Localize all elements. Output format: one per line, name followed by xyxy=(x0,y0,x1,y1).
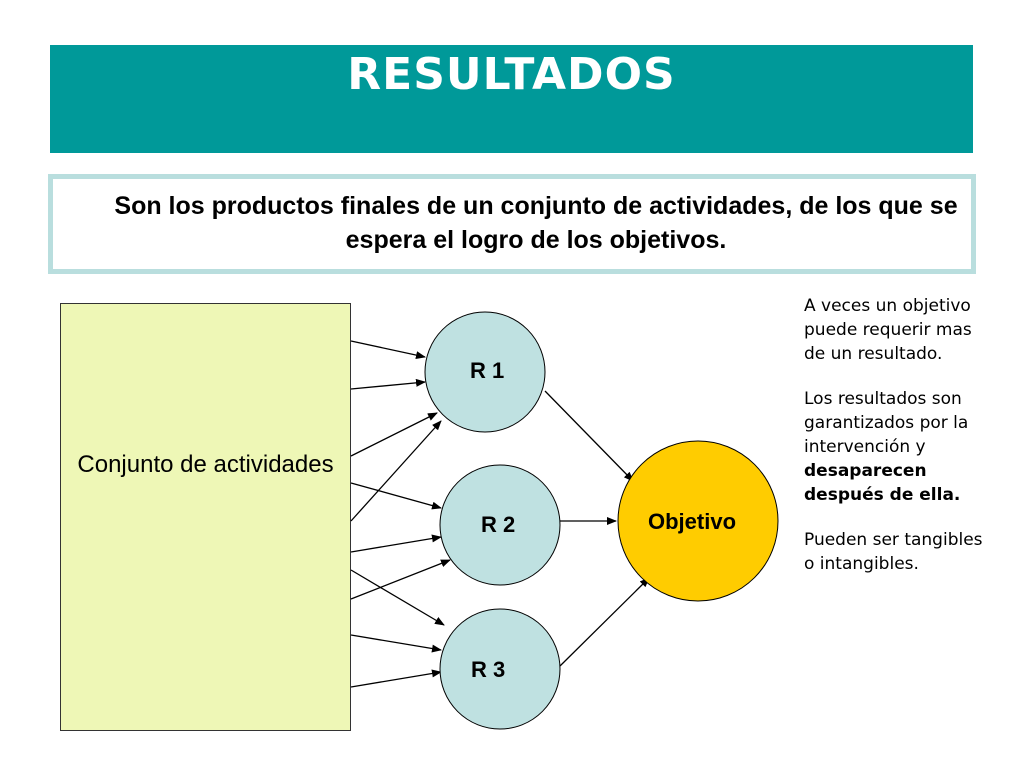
side-notes: A veces un objetivo puede requerir mas d… xyxy=(804,294,994,597)
note-bold-text: desaparecen después de ella. xyxy=(804,461,961,505)
arrow-activity-to-r3-a xyxy=(350,569,445,626)
arrow-activity-to-r2-a xyxy=(350,482,442,510)
arrow-activity-to-r3-b xyxy=(350,634,442,653)
note-text: Pueden ser tangibles o intangibles. xyxy=(804,530,983,574)
result-arrows xyxy=(544,390,650,667)
arrow-activity-to-r1-b xyxy=(350,378,426,390)
slide-title: RESULTADOS xyxy=(347,49,676,100)
arrow-activity-to-r1-a xyxy=(350,340,426,360)
definition-text: Son los productos finales de un conjunto… xyxy=(114,192,958,254)
arrow-activity-to-r2-b xyxy=(350,534,442,553)
arrow-activity-to-r3-c xyxy=(350,669,442,688)
result-label-r2: R 2 xyxy=(481,512,516,537)
arrow-activity-to-r1-c xyxy=(350,412,438,457)
activities-label: Conjunto de actividades xyxy=(77,451,334,478)
arrow-r3-to-objective xyxy=(559,577,650,667)
activities-box: Conjunto de actividades xyxy=(60,303,351,731)
result-node-r3 xyxy=(439,608,561,730)
objective-label: Objetivo xyxy=(648,509,737,534)
note-text: A veces un objetivo puede requerir mas d… xyxy=(804,296,972,364)
title-bar: RESULTADOS xyxy=(50,45,973,153)
result-label-r1: R 1 xyxy=(470,358,505,383)
note-multiple-results: A veces un objetivo puede requerir mas d… xyxy=(804,294,994,366)
arrow-activity-to-r1-d xyxy=(350,420,442,522)
definition-box: Son los productos finales de un conjunto… xyxy=(48,174,976,274)
objective-node xyxy=(617,440,779,602)
arrow-activity-to-r2-c xyxy=(350,559,451,600)
note-text: Los resultados son garantizados por la i… xyxy=(804,389,969,457)
result-node-r2 xyxy=(439,464,561,586)
arrow-r1-to-objective xyxy=(544,390,634,482)
activity-arrows xyxy=(350,340,451,688)
result-node-r1 xyxy=(424,311,546,433)
result-label-r3: R 3 xyxy=(471,657,506,682)
note-guaranteed-results: Los resultados son garantizados por la i… xyxy=(804,387,994,507)
note-tangible: Pueden ser tangibles o intangibles. xyxy=(804,528,994,576)
